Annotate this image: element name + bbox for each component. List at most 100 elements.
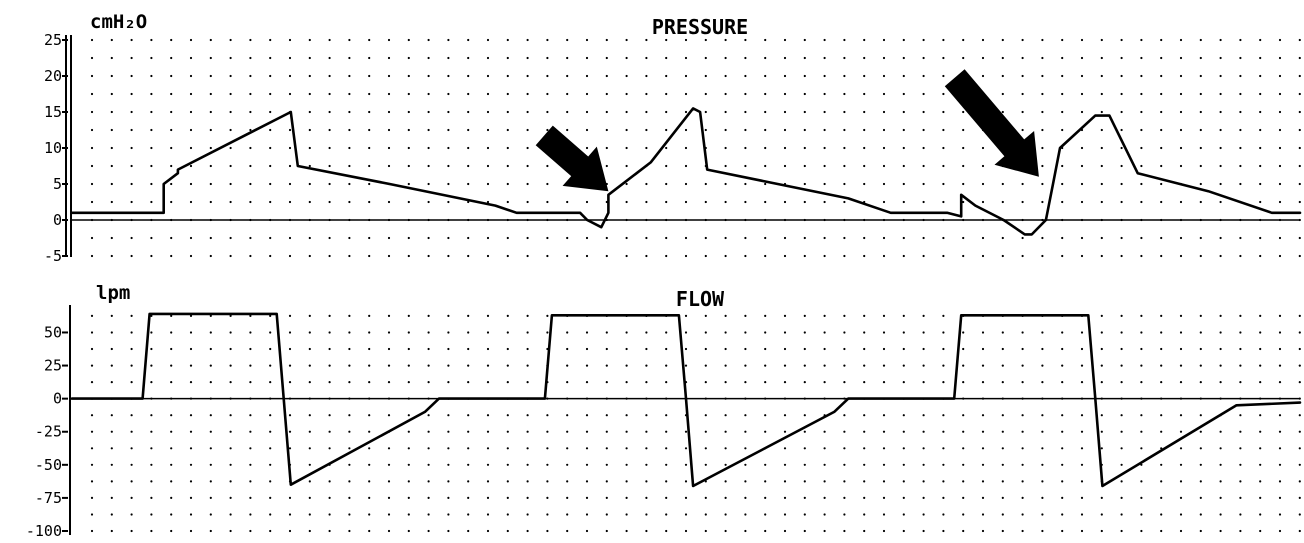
pressure-grid-dot bbox=[863, 56, 866, 60]
pressure-grid-dot bbox=[269, 110, 272, 114]
flow-grid-dot bbox=[348, 447, 351, 450]
flow-grid-dot bbox=[704, 347, 707, 351]
pressure-grid-dot bbox=[1041, 236, 1044, 240]
pressure-grid-dot bbox=[229, 236, 232, 240]
flow-grid-dot bbox=[625, 364, 628, 367]
flow-grid-dot bbox=[803, 496, 806, 499]
pressure-grid-dot bbox=[882, 110, 886, 114]
pressure-grid-dot bbox=[1239, 164, 1242, 168]
flow-grid-dot bbox=[1120, 463, 1123, 466]
pressure-grid-dot bbox=[1120, 128, 1123, 132]
pressure-grid-dot bbox=[506, 74, 509, 78]
pressure-grid-dot bbox=[902, 236, 905, 240]
pressure-grid-dot bbox=[170, 56, 173, 60]
flow-grid-dot bbox=[1199, 513, 1202, 516]
pressure-grid-dot bbox=[744, 146, 747, 150]
flow-grid-dot bbox=[783, 364, 787, 367]
flow-grid-dot bbox=[684, 480, 688, 483]
pressure-grid-dot bbox=[803, 38, 806, 42]
flow-grid-dot bbox=[1041, 463, 1044, 466]
flow-grid-dot bbox=[269, 364, 272, 367]
pressure-grid-dot bbox=[526, 92, 529, 96]
flow-grid-dot bbox=[209, 513, 212, 516]
flow-grid-dot bbox=[110, 496, 113, 499]
pressure-grid-dot bbox=[387, 38, 391, 42]
flow-grid-dot bbox=[467, 314, 470, 317]
flow-grid-dot bbox=[150, 381, 153, 384]
pressure-grid-dot bbox=[269, 38, 272, 42]
flow-grid-dot bbox=[526, 347, 529, 351]
pressure-grid-dot bbox=[902, 182, 905, 186]
flow-grid-dot bbox=[843, 463, 846, 466]
flow-grid-dot bbox=[566, 529, 569, 533]
pressure-grid-dot bbox=[526, 200, 529, 204]
pressure-grid-dot bbox=[981, 200, 985, 204]
flow-grid-dot bbox=[209, 496, 212, 499]
flow-grid-dot bbox=[605, 364, 608, 367]
flow-grid-dot bbox=[566, 513, 569, 516]
flow-grid-dot bbox=[189, 463, 193, 466]
pressure-grid-dot bbox=[467, 38, 470, 42]
flow-grid-dot bbox=[1140, 381, 1143, 384]
flow-grid-dot bbox=[1259, 463, 1262, 466]
flow-grid-dot bbox=[387, 381, 391, 384]
flow-grid-dot bbox=[645, 347, 648, 351]
flow-grid-dot bbox=[863, 414, 866, 417]
pressure-grid-dot bbox=[882, 164, 886, 168]
flow-grid-dot bbox=[1199, 414, 1202, 417]
flow-grid-dot bbox=[90, 430, 94, 433]
flow-grid-dot bbox=[308, 496, 311, 499]
flow-grid-dot bbox=[288, 347, 292, 351]
flow-grid-dot bbox=[1120, 496, 1123, 499]
flow-grid-dot bbox=[1001, 463, 1004, 466]
flow-grid-dot bbox=[1160, 496, 1163, 499]
pressure-grid-dot bbox=[1080, 182, 1084, 186]
pressure-grid-dot bbox=[506, 128, 509, 132]
flow-grid-dot bbox=[308, 414, 311, 417]
pressure-grid-dot bbox=[585, 236, 589, 240]
pressure-grid-dot bbox=[764, 254, 767, 258]
flow-grid-dot bbox=[110, 414, 113, 417]
flow-grid-dot bbox=[308, 364, 311, 367]
flow-grid-dot bbox=[744, 463, 747, 466]
flow-grid-dot bbox=[566, 331, 569, 334]
flow-grid-dot bbox=[942, 463, 945, 466]
pressure-grid-dot bbox=[803, 110, 806, 114]
flow-grid-dot bbox=[625, 347, 628, 351]
flow-grid-dot bbox=[368, 381, 371, 384]
flow-grid-dot bbox=[942, 381, 945, 384]
pressure-grid-dot bbox=[546, 200, 549, 204]
pressure-grid-dot bbox=[783, 110, 787, 114]
pressure-grid-dot bbox=[724, 56, 727, 60]
pressure-grid-dot bbox=[249, 38, 252, 42]
pressure-grid-dot bbox=[645, 236, 648, 240]
pressure-grid-dot bbox=[645, 38, 648, 42]
flow-grid-dot bbox=[407, 529, 410, 533]
pressure-grid-dot bbox=[645, 92, 648, 96]
pressure-grid-dot bbox=[704, 182, 707, 186]
flow-grid-dot bbox=[130, 314, 133, 317]
pressure-grid-dot bbox=[1199, 182, 1202, 186]
flow-grid-dot bbox=[803, 463, 806, 466]
flow-grid-dot bbox=[922, 513, 925, 516]
flow-grid-dot bbox=[803, 430, 806, 433]
pressure-grid-dot bbox=[348, 200, 351, 204]
flow-grid-dot bbox=[407, 314, 410, 317]
flow-grid-dot bbox=[467, 414, 470, 417]
flow-grid-dot bbox=[902, 314, 905, 317]
pressure-grid-dot bbox=[1120, 92, 1123, 96]
flow-grid-dot bbox=[308, 430, 311, 433]
pressure-grid-dot bbox=[387, 128, 391, 132]
pressure-grid-dot bbox=[269, 74, 272, 78]
flow-grid-dot bbox=[1100, 447, 1103, 450]
flow-grid-dot bbox=[1219, 480, 1222, 483]
pressure-grid-dot bbox=[1001, 236, 1004, 240]
flow-grid-dot bbox=[328, 347, 331, 351]
pressure-grid-dot bbox=[348, 254, 351, 258]
flow-grid-dot bbox=[665, 414, 668, 417]
pressure-grid-dot bbox=[348, 38, 351, 42]
flow-grid-dot bbox=[209, 347, 212, 351]
pressure-grid-dot bbox=[942, 200, 945, 204]
pressure-grid-dot bbox=[744, 254, 747, 258]
